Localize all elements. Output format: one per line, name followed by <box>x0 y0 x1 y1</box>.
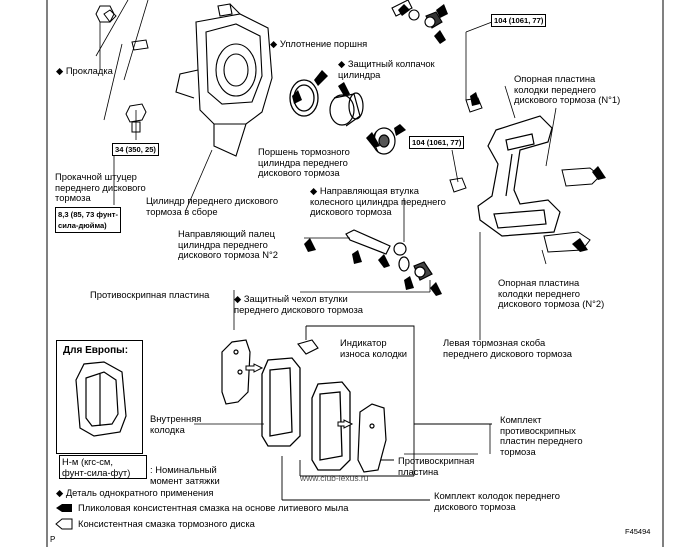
inner-pad-drawing <box>261 357 301 447</box>
pad-kit-label: Комплект колодок переднего дискового тор… <box>434 490 560 512</box>
lithium-grease-label: Пликоловая консистентная смазка на основ… <box>78 502 349 513</box>
torque-box-bleeder-plug: 34 (350, 25) <box>112 143 159 156</box>
support-plate-1-label: Опорная пластина колодки переднего диско… <box>514 73 621 106</box>
shim-label: Противоскрипная пластина <box>398 455 475 477</box>
watermark-text: www.club-lexus.ru <box>300 473 369 483</box>
piston-label: Поршень тормозного цилиндра переднего ди… <box>258 146 350 179</box>
gasket-label: ◆ Прокладка <box>56 65 113 76</box>
torque-box-bleeder: 8,3 (85, 73 фунт- сила-дюйма) <box>55 207 122 233</box>
caliper-cylinder-drawing <box>175 3 273 157</box>
guide-pin-label: Направляющий палец цилиндра переднего ди… <box>178 228 278 261</box>
wear-indicator-label: Индикатор износа колодки <box>340 337 408 359</box>
cylinder-assy-label: Цилиндр переднего дискового тормоза в сб… <box>146 195 279 217</box>
page-mark: P <box>50 535 56 544</box>
wear-indicator-drawing <box>297 339 319 355</box>
guide-pin-drawing <box>345 229 433 281</box>
figure-code: F45494 <box>625 527 651 536</box>
bleeder-label: Прокачной штуцер переднего дискового тор… <box>55 171 146 204</box>
grease-arrow-icons <box>292 4 606 296</box>
torque-units-legend: Н-м (кгс-см, фунт-сила-фут) <box>59 455 147 479</box>
disc-grease-arrow-icons <box>245 363 354 429</box>
outer-pad-drawing <box>311 381 351 471</box>
europe-inset: Для Европы: <box>56 340 143 454</box>
piston-seal-label: ◆ Уплотнение поршня <box>270 38 368 49</box>
support-plate-2-label: Опорная пластина колодки переднего диско… <box>498 277 605 310</box>
guide-bush-label: ◆ Направляющая втулка колесного цилиндра… <box>310 185 446 218</box>
piston-drawing <box>329 92 364 127</box>
bush-dust-boot-label: ◆ Защитный чехол втулки переднего дисков… <box>234 293 364 315</box>
dust-cap-label: ◆ Защитный колпачок цилиндра <box>338 58 435 80</box>
torque-box-bracket: 104 (1061, 77) <box>409 136 465 149</box>
inner-pad-label: Внутренняя колодка <box>150 413 202 435</box>
caliper-bracket-label: Левая тормозная скоба переднего дисковог… <box>443 337 573 359</box>
outer-shim-drawing <box>357 403 387 473</box>
europe-title: Для Европы: <box>63 345 129 356</box>
caliper-bracket-drawing <box>477 115 561 237</box>
inner-shim-drawing <box>221 339 251 405</box>
europe-pad-drawing <box>75 361 127 437</box>
torque-box-top: 104 (1061, 77) <box>491 14 547 27</box>
anti-squeal-shim-label: Противоскрипная пластина <box>90 289 210 300</box>
torque-note-label: : Номинальный момент затяжки <box>150 464 220 486</box>
disc-grease-label: Консистентная смазка тормозного диска <box>78 518 255 529</box>
one-time-label: ◆ Деталь однократного применения <box>56 487 214 498</box>
shim-kit-label: Комплект противоскрипных пластин передне… <box>500 414 583 457</box>
